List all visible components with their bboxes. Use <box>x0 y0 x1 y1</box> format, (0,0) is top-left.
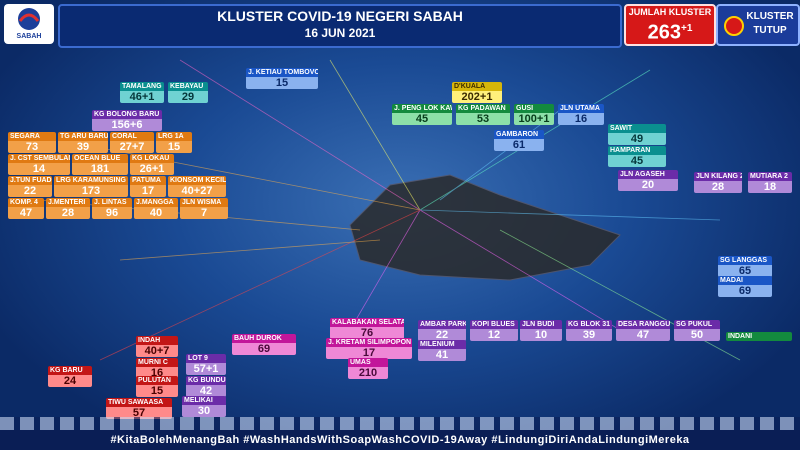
closed-icon <box>724 16 744 36</box>
total-value: 263+1 <box>647 21 693 44</box>
sabah-logo: SABAH <box>4 4 54 44</box>
cluster-j-peng-lok-kawi[interactable]: J. PENG LOK KAWI45 <box>392 104 452 125</box>
page-date: 16 JUN 2021 <box>304 26 376 40</box>
logo-icon <box>18 8 40 30</box>
closed-clusters-badge: KLUSTER TUTUP <box>716 4 800 46</box>
cluster-indani[interactable]: INDANI <box>726 332 792 341</box>
title-bar: KLUSTER COVID-19 NEGERI SABAH 16 JUN 202… <box>58 4 622 48</box>
logo-text: SABAH <box>16 33 42 40</box>
total-clusters-badge: JUMLAH KLUSTER 263+1 <box>624 4 716 46</box>
people-strip <box>0 417 800 431</box>
page-title: KLUSTER COVID-19 NEGERI SABAH <box>217 8 463 24</box>
closed-label: KLUSTER TUTUP <box>746 11 794 36</box>
hashtag-banner: #KitaBolehMenangBah #WashHandsWithSoapWa… <box>0 430 800 450</box>
sabah-map <box>349 174 621 281</box>
total-label: JUMLAH KLUSTER <box>628 7 712 17</box>
